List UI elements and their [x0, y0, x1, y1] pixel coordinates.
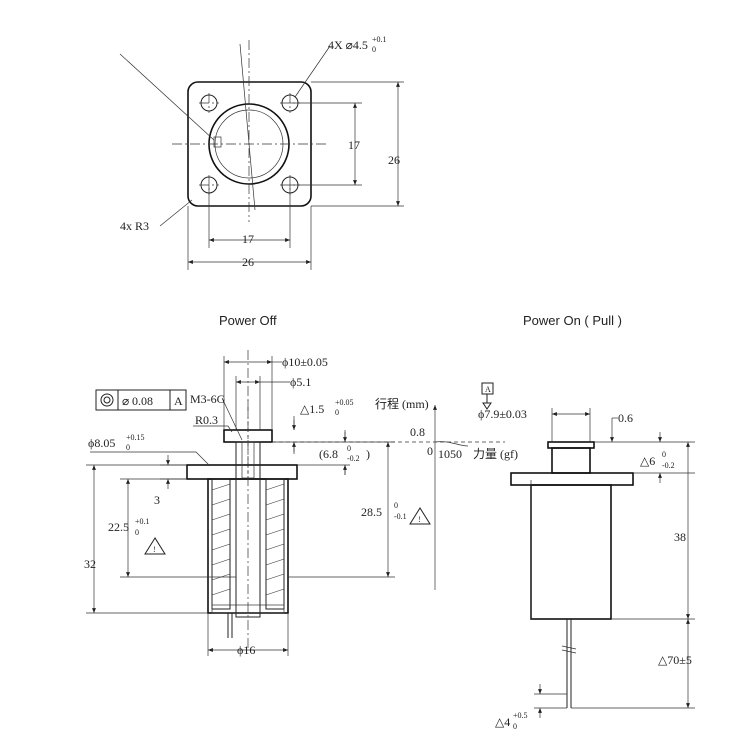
dia-body: ϕ16: [237, 643, 255, 657]
ref-close: ): [366, 447, 370, 461]
dim-6-val: △6: [640, 454, 655, 468]
svg-text:!: !: [418, 515, 421, 524]
top-view: 4X ⌀4.5 +0.1 0 4x R3 17 26 17 26: [119, 35, 404, 270]
flange-dia-lower: 0: [126, 443, 130, 452]
ref-upper: 0: [347, 444, 351, 453]
stroke-top-lower: 0: [335, 408, 339, 417]
power-on-title: Power On ( Pull ): [523, 313, 622, 328]
power-on-view: A ϕ7.9±0.03 0.6 △6 0 -0.2 38: [478, 382, 695, 731]
dim-225-val: 22.5: [108, 520, 129, 534]
dim-4-lower: 0: [513, 722, 517, 731]
dim-4-val: △4: [495, 715, 510, 729]
dim-vertical-inner: 17: [348, 138, 360, 152]
dia-rod: ϕ5.1: [290, 375, 311, 389]
dim-285-lower: -0.1: [394, 512, 407, 521]
dim-38: 38: [674, 530, 686, 544]
radius-label-r03: R0.3: [195, 413, 218, 427]
ref-val: (6.8: [319, 447, 338, 461]
hole-tol-lower: 0: [372, 45, 376, 54]
graph-point-stroke: 0.8: [410, 425, 425, 439]
flange-dia-val: ϕ8.05: [88, 436, 115, 450]
dim-3: 3: [154, 493, 160, 507]
svg-text:!: !: [153, 545, 156, 554]
dia-top: ϕ7.9±0.03: [478, 407, 527, 421]
dim-6-upper: 0: [662, 450, 666, 459]
hole-label-prefix: 4X: [328, 38, 346, 52]
dim-285-val: 28.5: [361, 505, 382, 519]
dim-horizontal-outer: 26: [242, 255, 254, 269]
graph-origin: 0: [427, 444, 433, 458]
feature-control-frame: ⌀ 0.08 A: [95, 389, 187, 411]
datum-box-label: A: [485, 385, 491, 394]
graph-point-force: 1050: [438, 447, 462, 461]
dim-6-lower: -0.2: [662, 461, 675, 470]
dim-225-lower: 0: [135, 528, 139, 537]
fcf-datum: A: [174, 394, 183, 408]
stroke-top-upper: +0.05: [335, 398, 354, 407]
stroke-top-val: △1.5: [300, 402, 324, 416]
fcf-flatness: 0.08: [132, 394, 153, 408]
thread-label: M3-6G: [190, 392, 226, 406]
power-off-view: ϕ10±0.05 ϕ5.1 ⌀ 0.08 A M3-6G R0.3 △1.5 +…: [84, 350, 505, 657]
flange-dia-upper: +0.15: [126, 433, 145, 442]
power-off-title: Power Off: [219, 313, 277, 328]
dim-70: △70±5: [658, 653, 692, 667]
svg-text:4X ⌀4.5: 4X ⌀4.5: [328, 38, 368, 52]
dim-32: 32: [84, 557, 96, 571]
hole-tol-upper: +0.1: [372, 35, 387, 44]
graph-x-label: 力量 (gf): [473, 447, 518, 461]
graph-y-label: 行程 (mm): [375, 396, 429, 411]
dia-plunger: ϕ10±0.05: [282, 355, 328, 369]
dim-vertical-outer: 26: [388, 153, 400, 167]
dim-285-upper: 0: [394, 501, 398, 510]
radius-label: 4x R3: [120, 219, 149, 233]
dim-06: 0.6: [618, 411, 633, 425]
ref-lower: -0.2: [347, 454, 360, 463]
dim-horizontal-inner: 17: [242, 232, 254, 246]
dim-4-upper: +0.5: [513, 711, 528, 720]
dim-225-upper: +0.1: [135, 517, 150, 526]
svg-text:⌀: ⌀: [122, 394, 129, 408]
force-stroke-graph: 行程 (mm) 0.8 0 1050 力量 (gf): [375, 396, 518, 590]
hole-dia: ⌀4.5: [346, 38, 368, 52]
